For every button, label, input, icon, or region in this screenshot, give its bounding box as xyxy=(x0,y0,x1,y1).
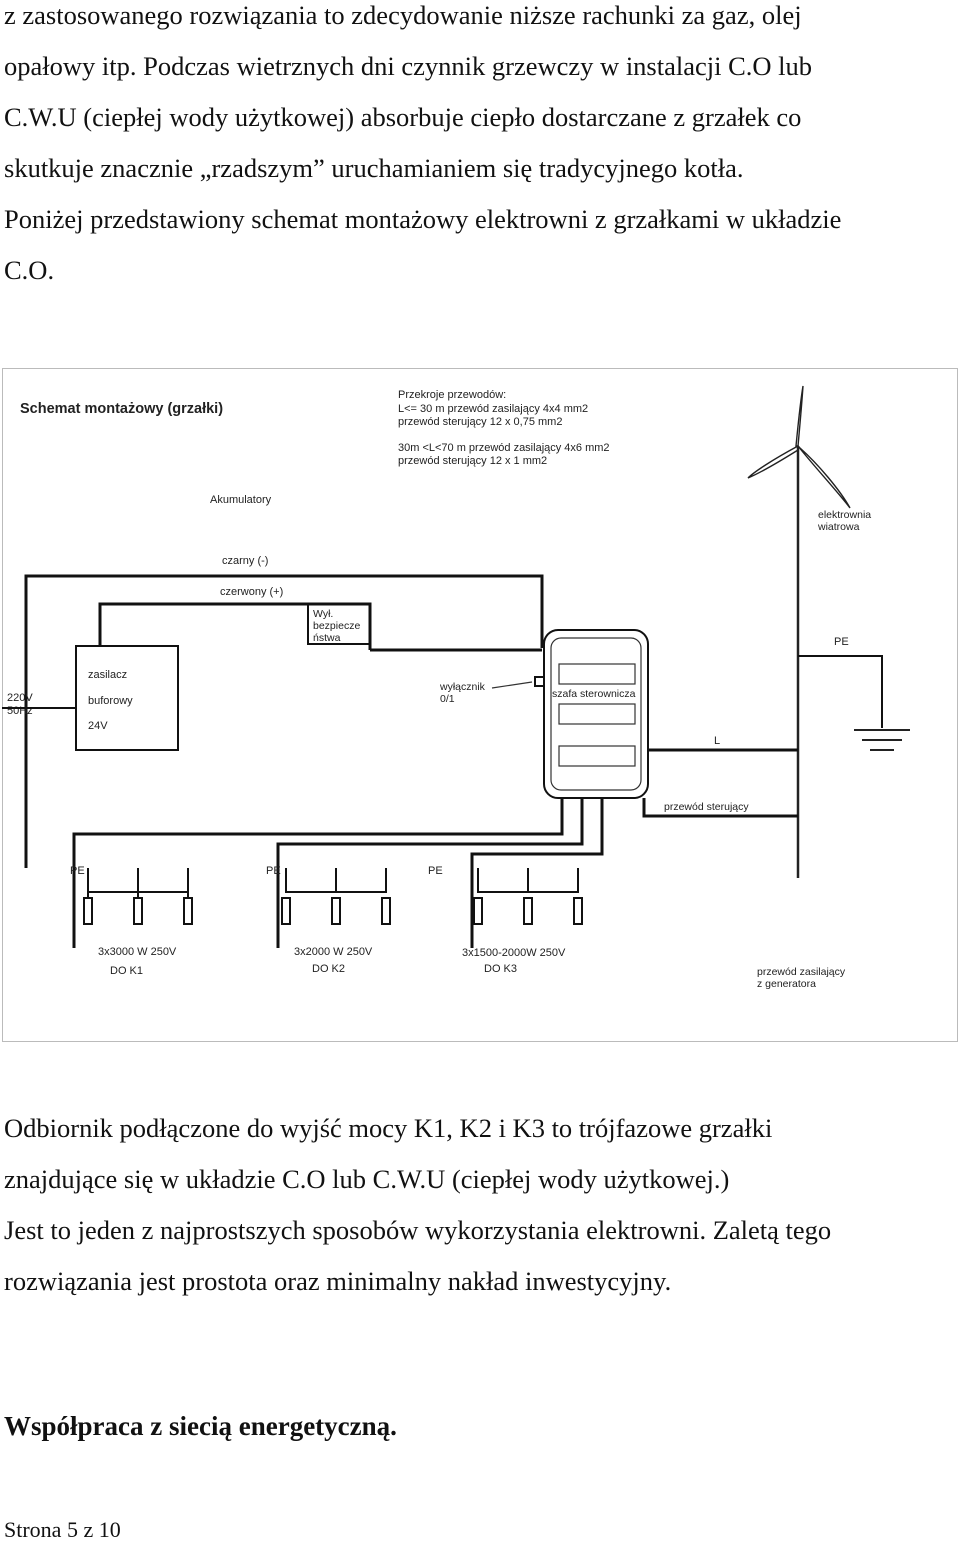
heater-target-k2: DO K2 xyxy=(312,963,345,975)
diagram-frame xyxy=(2,368,958,1042)
pe-label-k3: PE xyxy=(428,865,443,877)
psu-label: 24V xyxy=(88,720,108,732)
control-wire-label: przewód sterujący xyxy=(664,801,749,813)
heater-group-k3 xyxy=(473,868,583,925)
heater-power-k1: 3x3000 W 250V xyxy=(98,946,177,958)
psu-label: buforowy xyxy=(88,695,133,707)
cross-section-line: L<= 30 m przewód zasilający 4x4 mm2 xyxy=(398,403,588,415)
cross-section-line: przewód sterujący 12 x 0,75 mm2 xyxy=(398,416,562,428)
cross-section-line: 30m <L<70 m przewód zasilający 4x6 mm2 xyxy=(398,442,610,454)
wiring-diagram: Schemat montażowy (grzałki) Przekroje pr… xyxy=(2,368,958,1042)
intro-line: C.W.U (ciepłej wody użytkowej) absorbuje… xyxy=(4,102,802,132)
mains-label: 220V xyxy=(7,692,33,704)
turbine-label: elektrownia xyxy=(818,509,871,521)
supply-wire-label: przewód zasilający xyxy=(757,966,846,978)
label-czerwony: czerwony (+) xyxy=(220,586,283,598)
intro-line: z zastosowanego rozwiązania to zdecydowa… xyxy=(4,0,802,30)
label-czarny: czarny (-) xyxy=(222,555,268,567)
intro-line: C.O. xyxy=(4,255,55,285)
wind-turbine-icon xyxy=(747,385,851,878)
ground-wire xyxy=(798,655,883,728)
section-heading: Współpraca z siecią energetyczną. xyxy=(4,1411,397,1441)
switch-label: wyłącznik xyxy=(439,681,486,693)
mains-label: 50Hz xyxy=(7,705,33,717)
cross-section-header: Przekroje przewodów: xyxy=(398,389,506,401)
l-label: L xyxy=(714,735,720,747)
pe-ground-label: PE xyxy=(834,636,849,648)
control-wire xyxy=(642,798,798,818)
switch-label: 0/1 xyxy=(440,693,455,705)
psu-label: zasilacz xyxy=(88,669,127,681)
intro-line: opałowy itp. Podczas wietrznych dni czyn… xyxy=(4,51,813,81)
label-akumulatory: Akumulatory xyxy=(210,494,272,506)
intro-line: Poniżej przedstawiony schemat montażowy … xyxy=(4,204,842,234)
outro-line: rozwiązania jest prostota oraz minimalny… xyxy=(4,1266,672,1296)
page-footer: Strona 5 z 10 xyxy=(4,1517,121,1542)
buffer-psu-box xyxy=(75,645,179,751)
outro-line: Jest to jeden z najprostszych sposobów w… xyxy=(4,1215,832,1245)
fuse-label: Wył. xyxy=(313,608,333,620)
safety-fuse-box xyxy=(307,603,371,645)
pe-label-k2: PE xyxy=(266,865,281,877)
heater-target-k1: DO K1 xyxy=(110,965,143,977)
heater-target-k3: DO K3 xyxy=(484,963,517,975)
supply-wire-label: z generatora xyxy=(757,978,816,990)
turbine-label: wiatrowa xyxy=(817,521,860,533)
cabinet-label: szafa sterownicza xyxy=(552,688,636,700)
heater-power-k2: 3x2000 W 250V xyxy=(294,946,373,958)
fuse-label: ństwa xyxy=(313,632,341,644)
heater-group-k2 xyxy=(281,868,391,925)
outro-line: znajdujące się w układzie C.O lub C.W.U … xyxy=(4,1164,730,1194)
switch-leader-line xyxy=(491,681,533,689)
outro-line: Odbiornik podłączone do wyjść mocy K1, K… xyxy=(4,1113,773,1143)
intro-paragraph: z zastosowanego rozwiązania to zdecydowa… xyxy=(4,0,954,296)
cross-section-line: przewód sterujący 12 x 1 mm2 xyxy=(398,455,547,467)
heater-power-k3: 3x1500-2000W 250V xyxy=(462,947,566,959)
outro-paragraph: Odbiornik podłączone do wyjść mocy K1, K… xyxy=(4,1103,954,1307)
heater-group-k1 xyxy=(83,868,193,925)
intro-line: skutkuje znacznie „rzadszym” uruchamiani… xyxy=(4,153,744,183)
diagram-title: Schemat montażowy (grzałki) xyxy=(20,401,223,417)
control-cabinet xyxy=(543,629,649,799)
ground-icon xyxy=(854,729,910,751)
fuse-label: bezpiecze xyxy=(313,620,360,632)
heater-feed-wires xyxy=(72,798,604,948)
pe-label-k1: PE xyxy=(70,865,85,877)
